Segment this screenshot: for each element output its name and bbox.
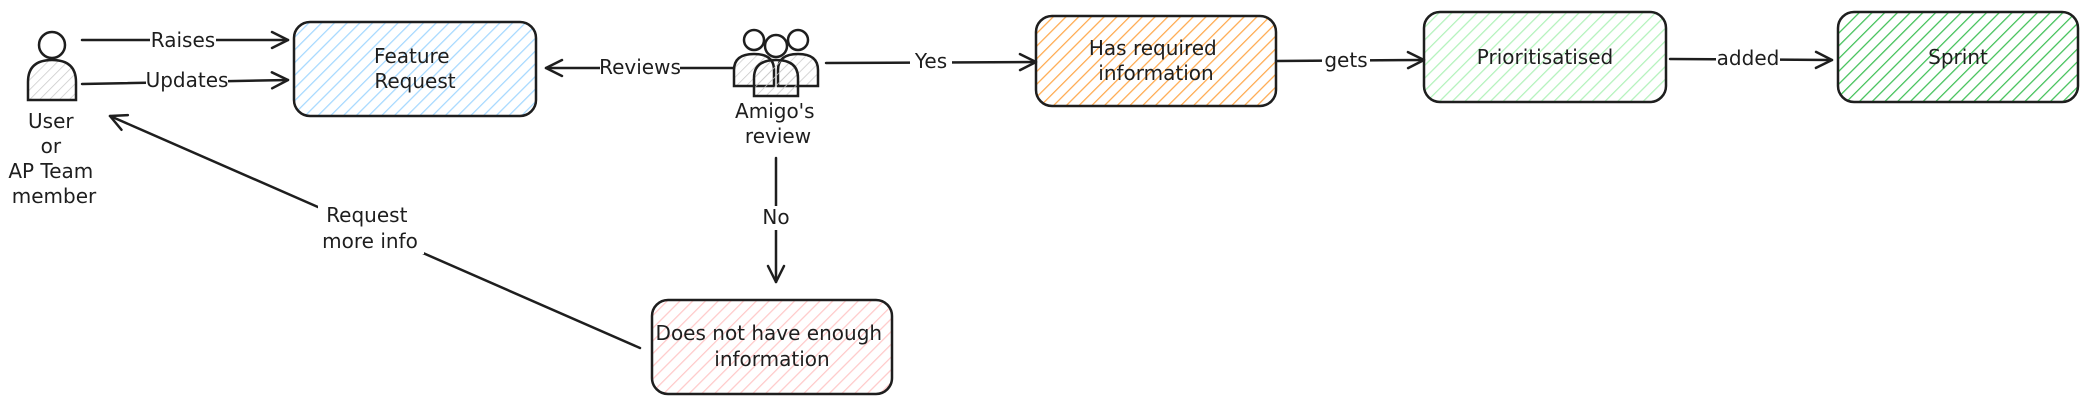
actor-amigo-label: Amigo's review bbox=[735, 99, 821, 148]
edge-reviews: Reviews bbox=[544, 55, 736, 79]
edge-label-gets: gets bbox=[1324, 48, 1367, 72]
box-feature-request: Feature Request bbox=[292, 20, 538, 118]
box-feature-request-label: Feature Request bbox=[374, 44, 456, 93]
box-sprint: Sprint bbox=[1836, 10, 2080, 104]
box-sprint-label: Sprint bbox=[1928, 45, 1988, 69]
edge-updates: Updates bbox=[80, 68, 290, 93]
edge-label-added: added bbox=[1717, 46, 1780, 70]
actor-user-label: User or AP Team member bbox=[8, 109, 99, 208]
box-not-enough-information-label: Does not have enough information bbox=[656, 321, 889, 371]
edge-label-updates: Updates bbox=[146, 68, 229, 92]
edge-label-request-more-info: Request more info bbox=[322, 203, 418, 253]
edge-label-reviews: Reviews bbox=[599, 55, 681, 79]
box-prioritised-label: Prioritisatised bbox=[1477, 45, 1613, 69]
edge-no: No bbox=[758, 156, 794, 284]
box-has-required-information: Has required information bbox=[1034, 14, 1278, 108]
actor-amigo: Amigo's review bbox=[732, 28, 821, 148]
group-icon bbox=[732, 28, 820, 98]
edge-request-more-info: Request more info bbox=[108, 113, 642, 350]
edge-label-raises: Raises bbox=[151, 28, 215, 52]
edge-yes: Yes bbox=[824, 49, 1038, 74]
edge-label-yes: Yes bbox=[914, 49, 947, 73]
edge-raises: Raises bbox=[80, 28, 290, 52]
edge-gets: gets bbox=[1274, 48, 1426, 72]
actor-user: User or AP Team member bbox=[8, 30, 99, 208]
person-icon bbox=[26, 30, 78, 102]
edge-label-no: No bbox=[762, 205, 789, 229]
edge-added: added bbox=[1668, 46, 1834, 70]
box-prioritised: Prioritisatised bbox=[1422, 10, 1668, 104]
box-has-required-information-label: Has required information bbox=[1089, 36, 1223, 85]
box-not-enough-information: Does not have enough information bbox=[650, 298, 894, 396]
